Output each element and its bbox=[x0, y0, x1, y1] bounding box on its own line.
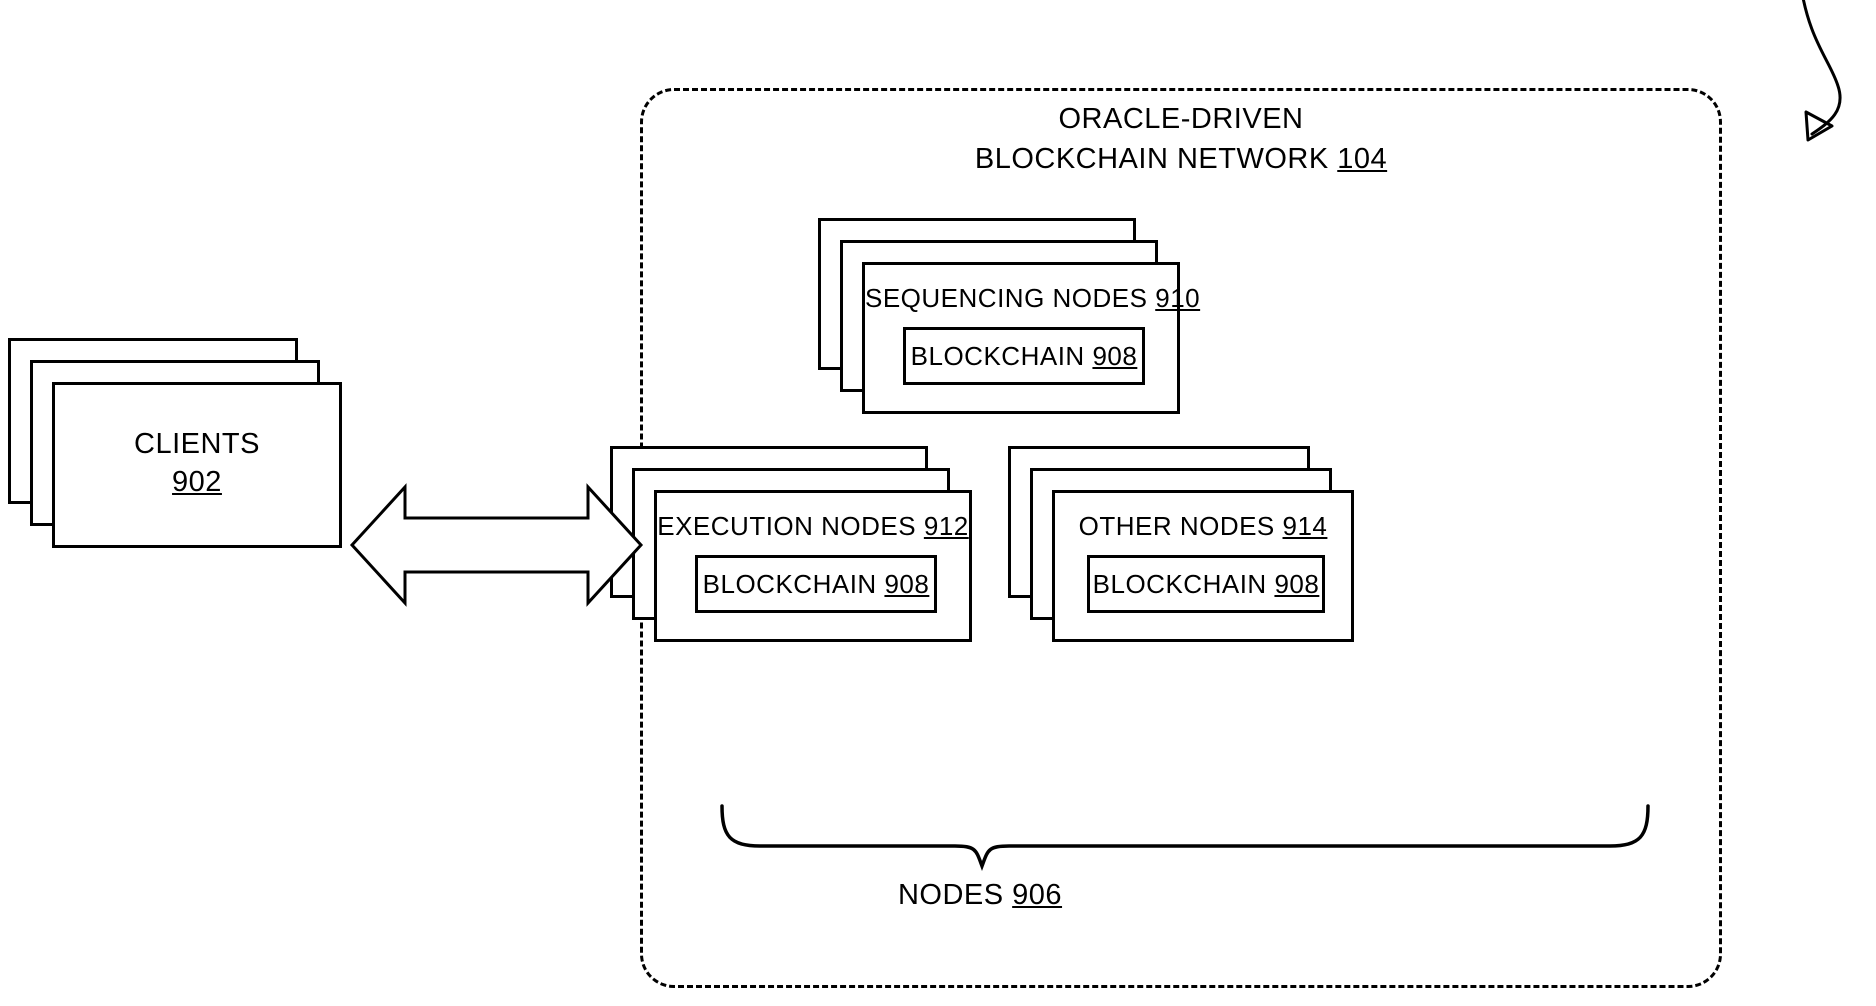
sequencing-blockchain-label-group: Blockchain 908 bbox=[911, 341, 1138, 372]
other-label: Other Nodes bbox=[1078, 511, 1275, 541]
execution-ref: 912 bbox=[923, 511, 969, 541]
network-title-ref: 104 bbox=[1337, 143, 1388, 176]
execution-blockchain-label: Blockchain bbox=[702, 568, 877, 599]
clients-network-double-arrow bbox=[349, 483, 644, 607]
sequencing-blockchain-label: Blockchain bbox=[910, 340, 1085, 371]
execution-blockchain-ref: 908 bbox=[884, 568, 930, 599]
nodes-group-label: Nodes bbox=[897, 879, 1004, 911]
network-title-line1: Oracle-Driven bbox=[1058, 103, 1304, 135]
sequencing-label-group: Sequencing Nodes 910 bbox=[865, 283, 1200, 314]
execution-card-front: Execution Nodes 912 Blockchain 908 bbox=[654, 490, 972, 642]
sequencing-ref: 910 bbox=[1155, 283, 1201, 313]
sequencing-blockchain-box[interactable]: Blockchain 908 bbox=[903, 327, 1145, 385]
execution-blockchain-label-group: Blockchain 908 bbox=[703, 569, 930, 600]
nodes-group-caption: Nodes 906 bbox=[790, 878, 1170, 912]
blockchain-network-title: Oracle-Driven Blockchain Network 104 bbox=[640, 102, 1722, 176]
execution-label: Execution Nodes bbox=[657, 511, 917, 541]
other-card-front: Other Nodes 914 Blockchain 908 bbox=[1052, 490, 1354, 642]
figure-callout-leader-line bbox=[1802, 0, 1842, 136]
other-blockchain-ref: 908 bbox=[1274, 568, 1320, 599]
clients-label: Clients bbox=[134, 428, 260, 460]
other-ref: 914 bbox=[1282, 511, 1328, 541]
execution-blockchain-box[interactable]: Blockchain 908 bbox=[695, 555, 937, 613]
sequencing-card-front: Sequencing Nodes 910 Blockchain 908 bbox=[862, 262, 1200, 414]
clients-ref: 902 bbox=[172, 466, 222, 499]
other-blockchain-box[interactable]: Blockchain 908 bbox=[1087, 555, 1325, 613]
clients-card-front: Clients 902 bbox=[52, 382, 342, 548]
sequencing-blockchain-ref: 908 bbox=[1092, 340, 1138, 371]
figure-callout-arrowhead bbox=[1804, 110, 1834, 142]
execution-label-group: Execution Nodes 912 bbox=[657, 511, 969, 542]
other-label-group: Other Nodes 914 bbox=[1055, 511, 1351, 542]
other-blockchain-label-group: Blockchain 908 bbox=[1093, 569, 1320, 600]
clients-label-group: Clients 902 bbox=[55, 427, 339, 499]
other-blockchain-label: Blockchain bbox=[1092, 568, 1267, 599]
nodes-group-ref: 906 bbox=[1012, 879, 1063, 911]
network-title-line2: Blockchain Network bbox=[974, 143, 1329, 176]
sequencing-label: Sequencing Nodes bbox=[865, 283, 1148, 313]
